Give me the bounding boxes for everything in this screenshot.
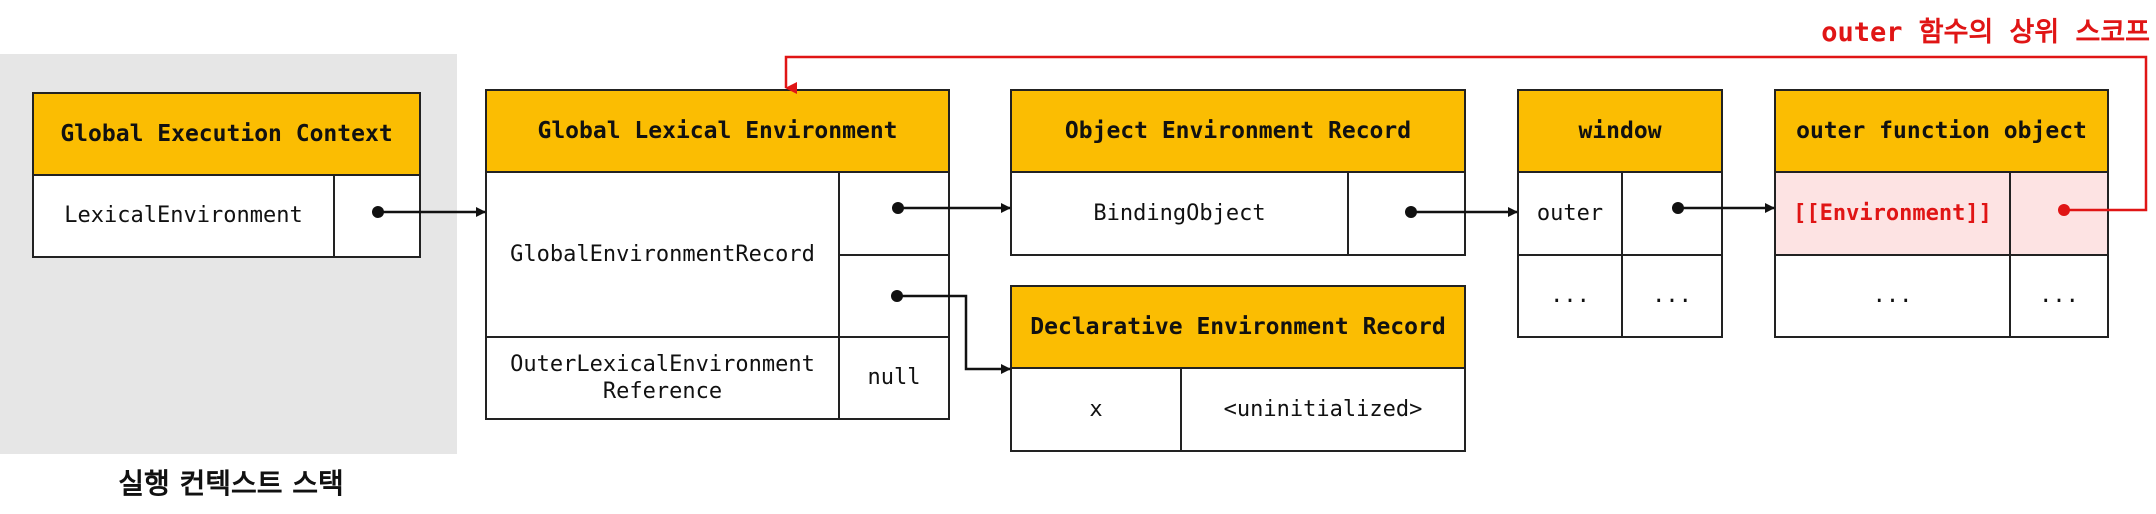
- global-execution-context-title: Global Execution Context: [32, 92, 421, 176]
- declarative-value-uninitialized: <uninitialized>: [1180, 367, 1466, 452]
- outer-function-object-title: outer function object: [1774, 89, 2109, 173]
- global-environment-record-label: GlobalEnvironmentRecord: [485, 171, 840, 338]
- arrow-to-declarative-environment-record: [891, 290, 1011, 374]
- stack-caption: 실행 컨텍스트 스택: [118, 467, 344, 500]
- window-value-outer-pointer: [1621, 171, 1723, 256]
- window-value-more: ...: [1621, 254, 1723, 338]
- arrow-environment-slot-to-global-lexical-environment: [784, 55, 2148, 216]
- window-key-outer: outer: [1517, 171, 1623, 256]
- outer-reference-value: null: [838, 336, 950, 420]
- outer-function-value-more: ...: [2009, 254, 2109, 338]
- arrow-lexical-environment-to-global-lexical-environment: [372, 206, 486, 218]
- arrow-to-object-environment-record: [892, 202, 1011, 214]
- outer-function-key-more: ...: [1774, 254, 2011, 338]
- environment-internal-slot-label: [[Environment]]: [1774, 171, 2011, 256]
- lexical-environment-label: LexicalEnvironment: [32, 174, 335, 258]
- lexical-environment-pointer-cell: [333, 174, 421, 258]
- object-environment-record-title: Object Environment Record: [1010, 89, 1466, 173]
- window-key-more: ...: [1517, 254, 1623, 338]
- declarative-key-x: x: [1010, 367, 1182, 452]
- arrow-binding-object-to-window: [1405, 206, 1518, 218]
- outer-lexical-environment-reference-label: OuterLexicalEnvironment Reference: [485, 336, 840, 420]
- arrow-window-outer-to-function-object: [1672, 202, 1775, 214]
- environment-internal-slot-pointer: [2009, 171, 2109, 256]
- outer-scope-annotation: outer 함수의 상위 스코프: [1821, 17, 2150, 48]
